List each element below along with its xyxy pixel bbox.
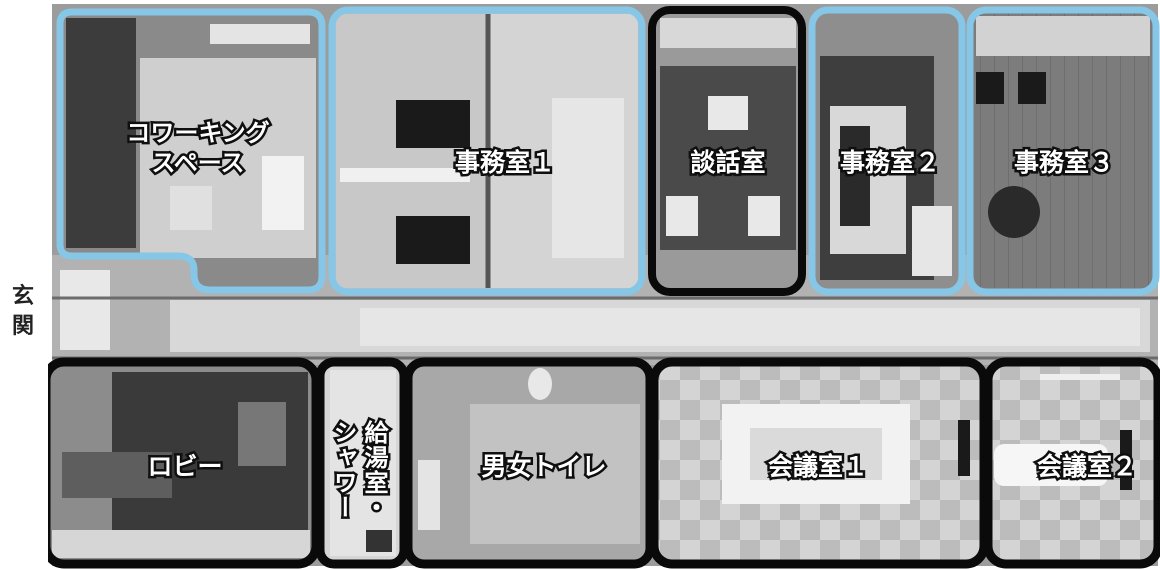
room-restrooms	[403, 357, 655, 569]
room-coworking-space	[56, 8, 326, 294]
room-meeting-2	[983, 357, 1160, 569]
entrance-label: 玄関	[11, 284, 34, 339]
room-office-1	[328, 6, 646, 296]
room-lobby	[48, 357, 321, 569]
room-meeting-1	[649, 357, 989, 569]
room-office-2	[808, 6, 966, 296]
room-lounge	[648, 6, 806, 296]
floor-plan	[48, 4, 1160, 569]
room-kitchen-shower	[315, 357, 409, 569]
room-office-3	[966, 6, 1160, 296]
